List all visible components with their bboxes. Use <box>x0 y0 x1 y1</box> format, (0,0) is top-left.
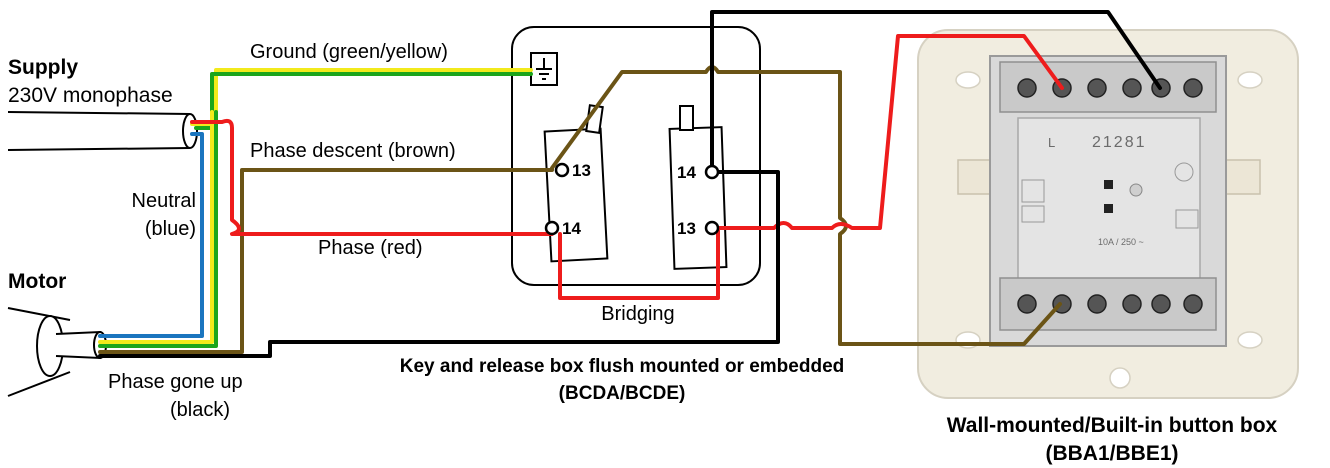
phase-up-label: Phase gone up <box>108 371 243 393</box>
terminal-label-right-14: 14 <box>677 163 696 182</box>
ground-wire-yellow <box>190 68 533 126</box>
neutral-label: Neutral <box>132 190 196 212</box>
ground-wire-green <box>194 72 533 130</box>
motor-title: Motor <box>8 270 66 293</box>
switch-marking-model: 21281 <box>1092 134 1147 151</box>
terminal-label-left-14: 14 <box>562 219 581 238</box>
button-box-model: (BBA1/BBE1) <box>1045 442 1178 465</box>
bridging-wire <box>558 226 720 300</box>
phase-up-wire <box>98 10 1162 358</box>
terminal-label-left-13: 13 <box>572 161 591 180</box>
terminal-right-13 <box>704 220 720 236</box>
switch-marking-rating: 10A / 250 ~ <box>1098 237 1144 247</box>
terminal-right-14 <box>704 164 720 180</box>
button-box-illustration: L 21281 10A / 250 ~ <box>917 29 1299 399</box>
ground-label: Ground (green/yellow) <box>250 41 448 63</box>
terminal-label-right-13: 13 <box>677 219 696 238</box>
button-box-caption: Wall-mounted/Built-in button box <box>947 414 1278 437</box>
key-box-model: (BCDA/BCDE) <box>559 383 686 404</box>
supply-cable-icon <box>7 111 198 151</box>
phase-red-label: Phase (red) <box>318 237 423 259</box>
phase-up-color-label: (black) <box>170 399 230 421</box>
neutral-wire <box>98 132 204 338</box>
bridging-label: Bridging <box>601 303 674 325</box>
phase-descent-label: Phase descent (brown) <box>250 140 456 162</box>
phase-red-wire <box>190 118 554 236</box>
motor-ground-green <box>98 110 218 348</box>
neutral-color-label: (blue) <box>145 218 196 240</box>
motor-cable-icon <box>7 307 107 397</box>
ground-symbol-icon <box>530 52 558 86</box>
supply-title: Supply <box>8 56 78 79</box>
terminal-left-13 <box>554 162 570 178</box>
key-box-caption: Key and release box flush mounted or emb… <box>400 356 845 377</box>
key-release-box <box>511 26 761 286</box>
supply-subtitle: 230V monophase <box>8 84 173 107</box>
phase-descent-wire <box>98 65 1062 354</box>
switch-marking-l: L <box>1048 135 1055 150</box>
terminal-left-14 <box>544 220 560 236</box>
motor-ground-yellow <box>98 110 214 344</box>
